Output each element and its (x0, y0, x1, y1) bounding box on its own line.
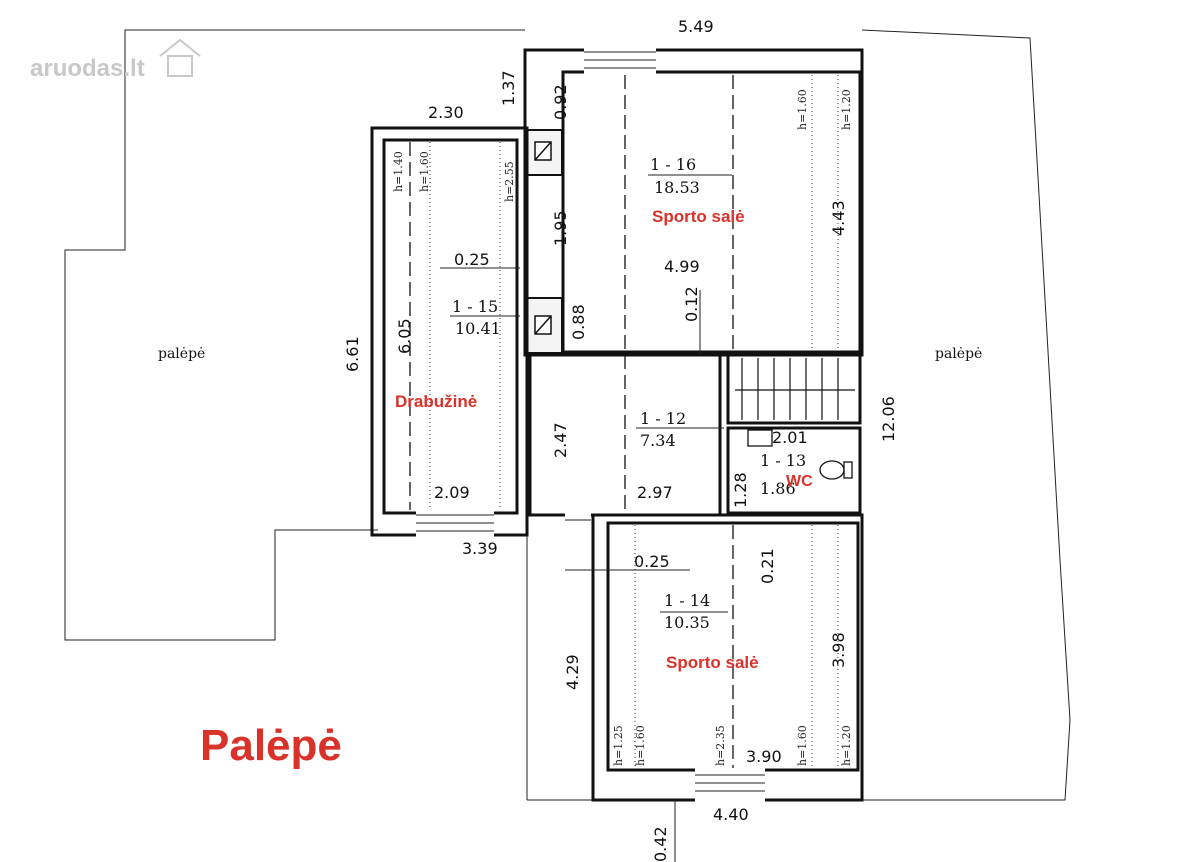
dim-r15-wall: 0.25 (454, 250, 490, 269)
chimney-lower-diag (534, 315, 552, 335)
dim-r14-height: 3.98 (829, 632, 848, 668)
room-code-r16: 1 - 16 (650, 155, 696, 174)
height-r14-1: h=1.25 (612, 725, 625, 766)
toilet-tank-icon (843, 461, 853, 479)
height-r15-2: h=1.60 (418, 151, 431, 192)
dim-r14-offset: 0.21 (758, 548, 777, 584)
watermark-house-icon (159, 38, 201, 77)
window-r14-gap (695, 766, 765, 802)
dim-r14-outer: 4.29 (563, 654, 582, 690)
dim-r16-offset: 0.12 (682, 286, 701, 322)
height-r14-3: h=2.35 (714, 725, 727, 766)
page-title: Palėpė (200, 721, 342, 770)
dim-r14-width: 3.90 (746, 747, 782, 766)
roof-outline-left (64, 29, 525, 641)
room-code-r15: 1 - 15 (452, 297, 498, 316)
room-code-r14: 1 - 14 (664, 591, 710, 610)
height-r15-3: h=2.55 (503, 161, 516, 202)
room-area-r16: 18.53 (654, 178, 700, 197)
room-name-r13: WC (786, 473, 813, 490)
dim-total-height: 12.06 (879, 396, 898, 442)
wall-upper-inner (561, 70, 862, 354)
dim-r16-height: 4.43 (829, 200, 848, 236)
chimney-lower (526, 297, 563, 354)
dim-shaft-top: 0.92 (551, 84, 570, 120)
attic-label-left: palėpė (158, 346, 205, 362)
dim-r13-height: 1.28 (731, 472, 750, 508)
room-area-r12: 7.34 (640, 431, 676, 450)
dim-r15-height: 6.05 (395, 318, 414, 354)
height-r14-4: h=1.60 (796, 725, 809, 766)
dim-r13-width: 2.01 (772, 428, 808, 447)
dim-left-height: 6.61 (343, 336, 362, 372)
window-r12-gap (565, 512, 591, 532)
room-area-r15: 10.41 (455, 319, 501, 338)
dim-bottom-right: 4.40 (713, 805, 749, 824)
room-name-r15: Drabužinė (395, 392, 477, 411)
height-r15-1: h=1.40 (392, 151, 405, 192)
dim-shaft-low: 0.88 (569, 304, 588, 340)
height-r16-1: h=1.60 (796, 89, 809, 130)
dim-r14-wall: 0.25 (634, 552, 670, 571)
watermark: aruodas.lt (30, 55, 145, 82)
height-r16-2: h=1.20 (840, 89, 853, 130)
sink-icon (747, 429, 773, 447)
dim-shaft-mid: 1.95 (551, 210, 570, 246)
attic-label-right: palėpė (935, 346, 982, 362)
chimney-upper-diag (534, 141, 552, 161)
dim-r15-width: 2.09 (434, 483, 470, 502)
stair-treads (735, 358, 855, 420)
room-area-r13: 1.86 (760, 479, 796, 498)
dim-bottom-left: 3.39 (462, 539, 498, 558)
dim-top-width: 5.49 (678, 17, 714, 36)
room-code-r13: 1 - 13 (760, 451, 806, 470)
dim-r16-width: 4.99 (664, 257, 700, 276)
dim-r12-width: 2.97 (637, 483, 673, 502)
roof-outline-right (861, 29, 1071, 801)
room-code-r12: 1 - 12 (640, 409, 686, 428)
dim-left-offset: 2.30 (428, 103, 464, 122)
dim-top-step: 1.37 (499, 70, 518, 106)
chimney-upper (526, 129, 563, 176)
dim-bottom-step: 0.42 (651, 826, 670, 862)
wall-r13 (726, 426, 862, 515)
dim-r12-height: 2.47 (551, 422, 570, 458)
height-r14-5: h=1.20 (840, 725, 853, 766)
toilet-icon (819, 460, 845, 480)
room-name-r16: Sporto salė (652, 207, 745, 226)
stair-outline (726, 353, 862, 425)
room-area-r14: 10.35 (664, 613, 710, 632)
height-r14-2: h=1.60 (634, 725, 647, 766)
room-name-r14: Sporto salė (666, 653, 759, 672)
